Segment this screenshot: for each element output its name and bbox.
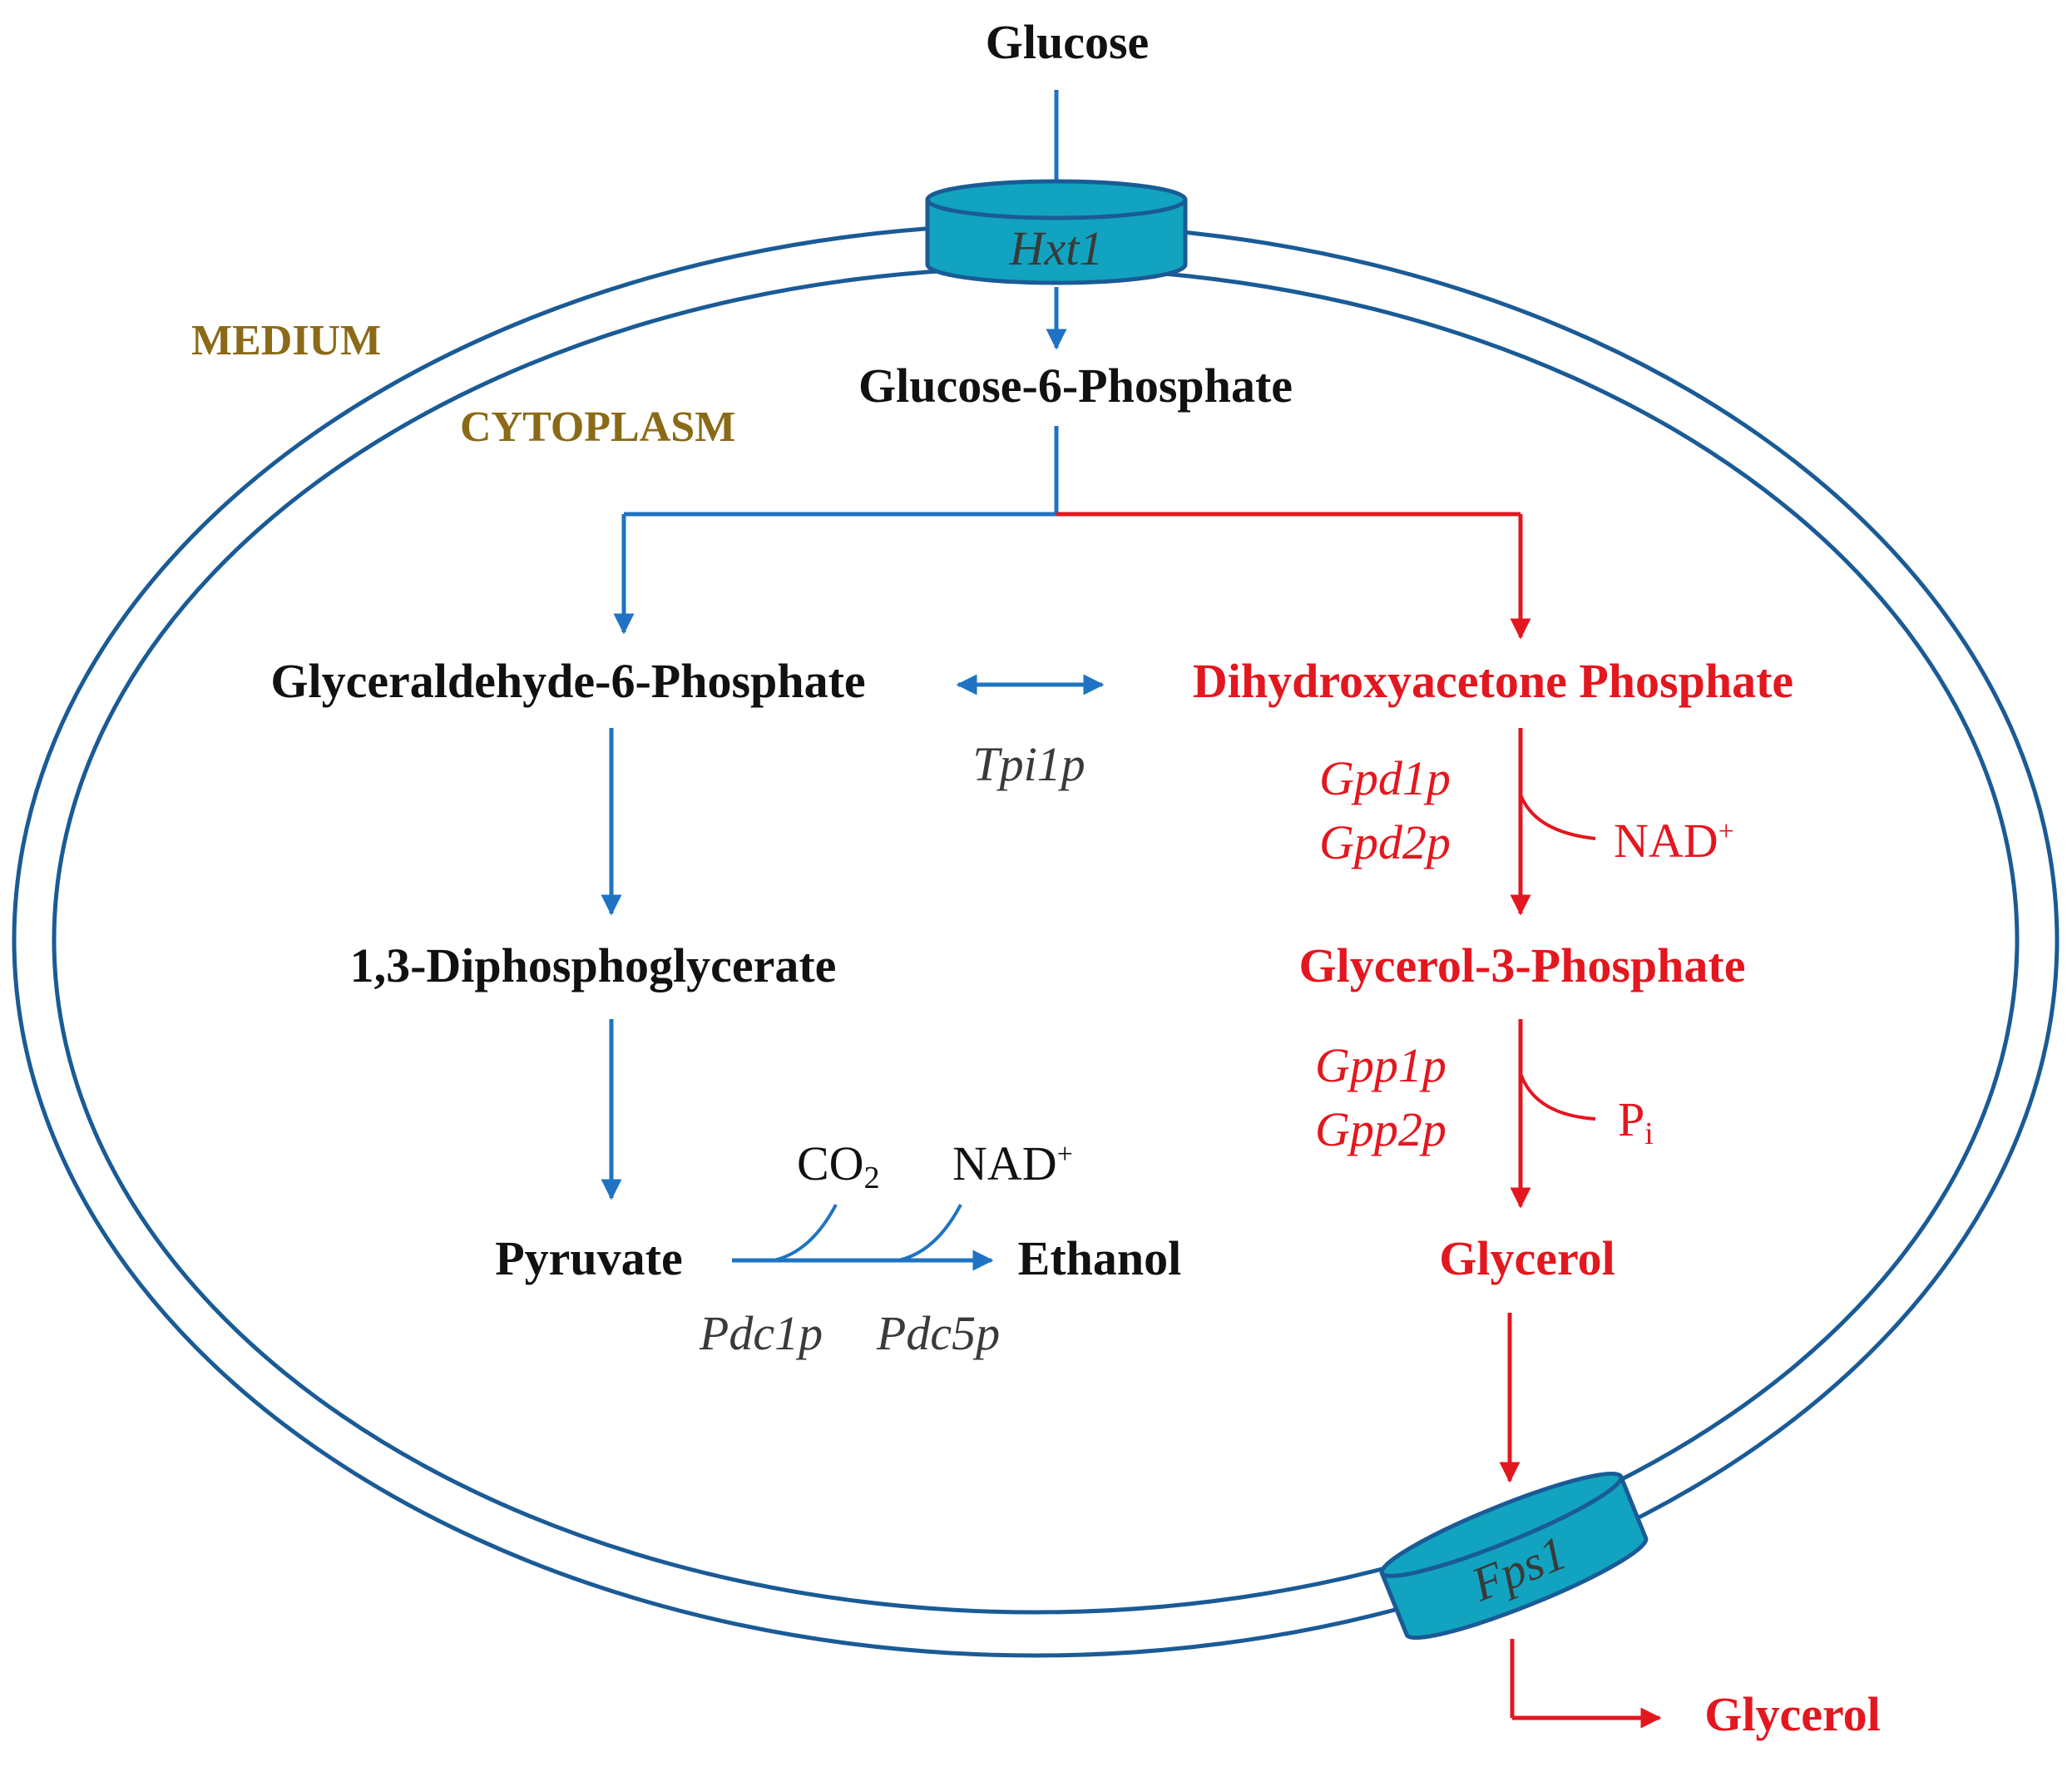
metabolite-1-3-diphosphoglycerate: 1,3-Diphosphoglycerate	[350, 938, 837, 992]
metabolite-pyruvate: Pyruvate	[495, 1231, 683, 1285]
metabolite-glycerol-intracellular: Glycerol	[1439, 1231, 1615, 1285]
glycolysis-arrows	[601, 90, 1105, 1271]
hxt1-label: Hxt1	[1009, 221, 1104, 275]
metabolite-glucose: Glucose	[986, 15, 1150, 69]
cofactor-nad-pdc: NAD+	[952, 1136, 1073, 1190]
nad-gpd-curve	[1519, 794, 1596, 840]
glycerol-arrows	[1056, 512, 1662, 1729]
metabolite-dihydroxyacetone-phosphate: Dihydroxyacetone Phosphate	[1193, 654, 1793, 708]
metabolite-glyceraldehyde-6-phosphate: Glyceraldehyde-6-Phosphate	[270, 654, 865, 708]
cytoplasm-label: CYTOPLASM	[460, 403, 735, 451]
metabolite-glycerol-extracellular: Glycerol	[1704, 1687, 1881, 1741]
co2-release-curve	[773, 1204, 838, 1262]
fps1-transporter: Fps1	[1379, 1471, 1649, 1641]
cell-membrane-outer	[12, 222, 2060, 1658]
nad-release-curve	[898, 1204, 962, 1262]
medium-label: MEDIUM	[191, 317, 381, 364]
enzyme-pdc5p: Pdc5p	[876, 1306, 1000, 1360]
enzyme-gpd1p: Gpd1p	[1319, 751, 1451, 805]
metabolite-glycerol-3-phosphate: Glycerol-3-Phosphate	[1299, 938, 1746, 992]
pi-curve	[1519, 1072, 1596, 1121]
cofactor-pi: Pi	[1618, 1092, 1654, 1151]
hxt1-transporter: Hxt1	[925, 179, 1188, 285]
enzyme-tpi1p: Tpi1p	[972, 737, 1085, 791]
enzyme-gpd2p: Gpd2p	[1319, 815, 1451, 869]
enzyme-gpp2p: Gpp2p	[1315, 1102, 1446, 1156]
enzyme-gpp1p: Gpp1p	[1315, 1038, 1446, 1092]
cofactor-co2: CO2	[797, 1136, 880, 1195]
enzyme-pdc1p: Pdc1p	[699, 1306, 823, 1360]
metabolite-glucose-6-phosphate: Glucose-6-Phosphate	[858, 359, 1293, 413]
metabolite-ethanol: Ethanol	[1018, 1231, 1182, 1285]
cofactor-nad-gpd: NAD+	[1614, 814, 1734, 868]
